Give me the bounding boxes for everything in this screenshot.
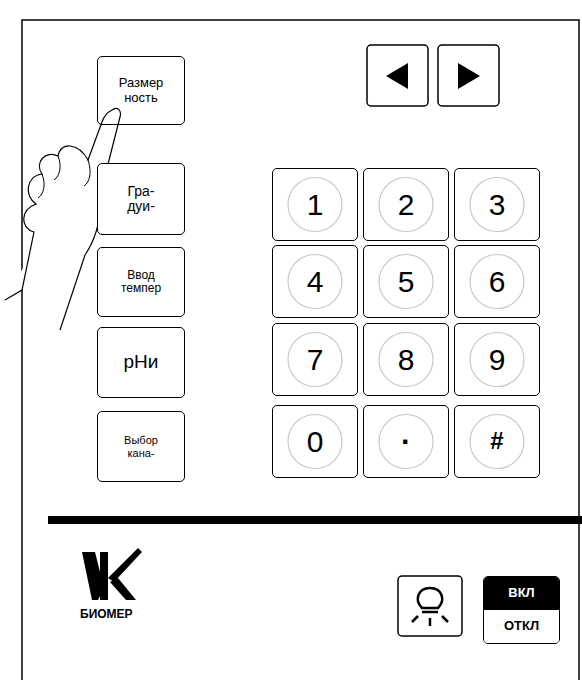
- key-digit: 7: [307, 343, 324, 376]
- keypad-key: 8: [363, 323, 449, 396]
- arrow-right-button: [438, 45, 499, 106]
- button-label: Ввод темпер: [114, 269, 168, 295]
- key-digit: ·: [401, 425, 411, 458]
- button-label: Гра- дуи-: [119, 184, 163, 215]
- power-label: ОТКЛ: [484, 610, 559, 643]
- keypad-key: 2: [363, 168, 449, 241]
- keypad-key: 3: [454, 168, 540, 241]
- button-label: Размер ность: [111, 76, 171, 105]
- function-button: Ввод темпер: [97, 247, 185, 317]
- brand-name: БИОМЕР: [80, 607, 133, 621]
- keypad-key: 6: [454, 245, 540, 318]
- function-button: Выбор кана-: [97, 411, 185, 482]
- logo-symbol: [82, 548, 142, 600]
- arrow-right-symbol: [458, 63, 480, 89]
- arrow-left-button: [367, 45, 428, 106]
- key-digit: 4: [307, 265, 324, 298]
- keypad-key: 9: [454, 323, 540, 396]
- function-button: Гра- дуи-: [97, 163, 185, 235]
- keypad-key: 4: [272, 245, 358, 318]
- key-digit: 5: [398, 265, 415, 298]
- power-button: ВКЛОТКЛ: [483, 576, 560, 644]
- lamp-icon: [412, 588, 448, 626]
- keypad-key: 5: [363, 245, 449, 318]
- lamp-button: [398, 576, 462, 636]
- button-label: рНи: [124, 352, 159, 373]
- keypad-key: 0: [272, 405, 358, 478]
- key-digit: 1: [307, 188, 324, 221]
- keypad-key: #: [454, 405, 540, 478]
- key-digit: 8: [398, 343, 415, 376]
- button-label: Выбор кана-: [117, 434, 165, 458]
- keypad-key: 1: [272, 168, 358, 241]
- key-digit: 3: [489, 188, 506, 221]
- hand-knuckles: [38, 156, 90, 198]
- function-button: рНи: [97, 327, 185, 398]
- key-digit: 2: [398, 188, 415, 221]
- function-button: Размер ность: [97, 56, 185, 125]
- keypad-key: 7: [272, 323, 358, 396]
- key-digit: 0: [307, 425, 324, 458]
- power-label: ВКЛ: [484, 577, 559, 610]
- divider-bar: [48, 516, 582, 524]
- key-digit: 9: [489, 343, 506, 376]
- arrow-left-symbol: [386, 63, 408, 89]
- keypad-key: ·: [363, 405, 449, 478]
- key-digit: #: [490, 428, 503, 454]
- key-digit: 6: [489, 265, 506, 298]
